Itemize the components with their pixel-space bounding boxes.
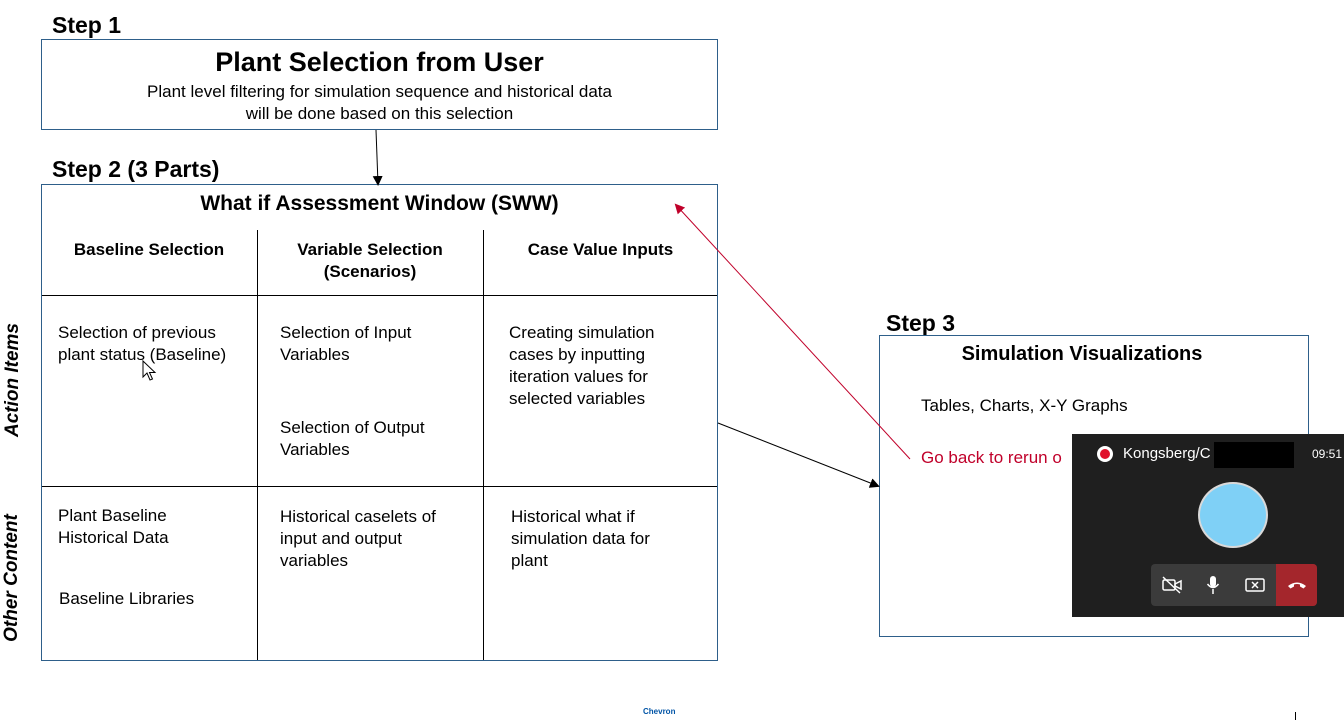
microphone-button[interactable] — [1192, 564, 1233, 606]
call-time: 09:51 — [1311, 447, 1342, 461]
caselets-line2: input and output — [280, 529, 402, 548]
baseline-history-line2: Historical Data — [58, 528, 169, 547]
input-variables-line2: Variables — [280, 345, 350, 364]
stop-share-icon — [1244, 578, 1265, 592]
call-controls — [1151, 564, 1317, 606]
camera-off-button[interactable] — [1151, 564, 1192, 606]
caselets-line3: variables — [280, 551, 349, 570]
column-header-variable-sub: (Scenarios) — [323, 262, 417, 281]
mouse-cursor-icon — [142, 360, 157, 381]
hang-up-icon — [1287, 582, 1306, 589]
caselets-line1: Historical caselets of — [280, 507, 436, 526]
step2-label: Step 2 (3 Parts) — [52, 156, 220, 182]
call-title: Kongsberg/C — [1123, 445, 1211, 462]
end-call-button[interactable] — [1276, 564, 1317, 606]
column-header-baseline: Baseline Selection — [73, 240, 225, 259]
recording-icon — [1097, 446, 1113, 462]
call-widget[interactable]: Kongsberg/C 09:51 — [1072, 434, 1344, 617]
row-divider — [42, 295, 717, 296]
logo-text: Chevron — [643, 707, 676, 716]
history-line1: Historical what if — [511, 507, 635, 526]
output-variables-line2: Variables — [280, 440, 350, 459]
plant-selection-title: Plant Selection from User — [215, 47, 544, 77]
baseline-action-line1: Selection of previous — [58, 323, 216, 342]
edge-mark — [1295, 712, 1296, 720]
baseline-history-line1: Plant Baseline — [58, 506, 167, 525]
history-line3: plant — [511, 551, 548, 570]
plant-selection-box: Plant Selection from User Plant level fi… — [41, 39, 718, 130]
stop-share-button[interactable] — [1234, 564, 1275, 606]
visualization-types: Tables, Charts, X-Y Graphs — [921, 396, 1128, 415]
case-action-line3: iteration values for — [509, 367, 648, 386]
baseline-libraries: Baseline Libraries — [59, 589, 195, 608]
column-header-variable: Variable Selection — [297, 240, 443, 259]
history-line2: simulation data for — [511, 529, 650, 548]
camera-off-icon — [1161, 576, 1182, 594]
redacted-block — [1214, 442, 1294, 468]
microphone-icon — [1206, 576, 1219, 594]
chevron-logo: Chevron — [643, 707, 681, 720]
what-if-assessment-window — [41, 184, 718, 661]
baseline-action-line2: plant status (Baseline) — [58, 345, 227, 364]
row-label-action-items: Action Items — [2, 322, 23, 438]
assessment-window-title: What if Assessment Window (SWW) — [200, 192, 559, 215]
step1-label: Step 1 — [52, 12, 122, 38]
case-action-line1: Creating simulation — [509, 323, 655, 342]
simulation-visualizations-title: Simulation Visualizations — [961, 343, 1203, 365]
input-variables-line1: Selection of Input — [280, 323, 412, 342]
go-back-text: Go back to rerun o — [921, 448, 1062, 467]
row-label-other-content: Other Content — [1, 514, 22, 642]
step3-label: Step 3 — [886, 310, 956, 336]
column-header-case: Case Value Inputs — [527, 240, 674, 259]
row-divider — [42, 486, 717, 487]
plant-selection-desc-line1: Plant level filtering for simulation seq… — [147, 82, 612, 101]
step1-to-step2-arrow — [372, 129, 383, 186]
case-action-line4: selected variables — [509, 389, 646, 408]
column-divider — [483, 230, 484, 660]
output-variables-line1: Selection of Output — [280, 418, 425, 437]
column-divider — [257, 230, 258, 660]
step2-to-step3-arrow — [717, 422, 880, 488]
plant-selection-desc-line2: will be done based on this selection — [245, 104, 514, 123]
case-action-line2: cases by inputting — [509, 345, 646, 364]
avatar — [1198, 482, 1268, 548]
